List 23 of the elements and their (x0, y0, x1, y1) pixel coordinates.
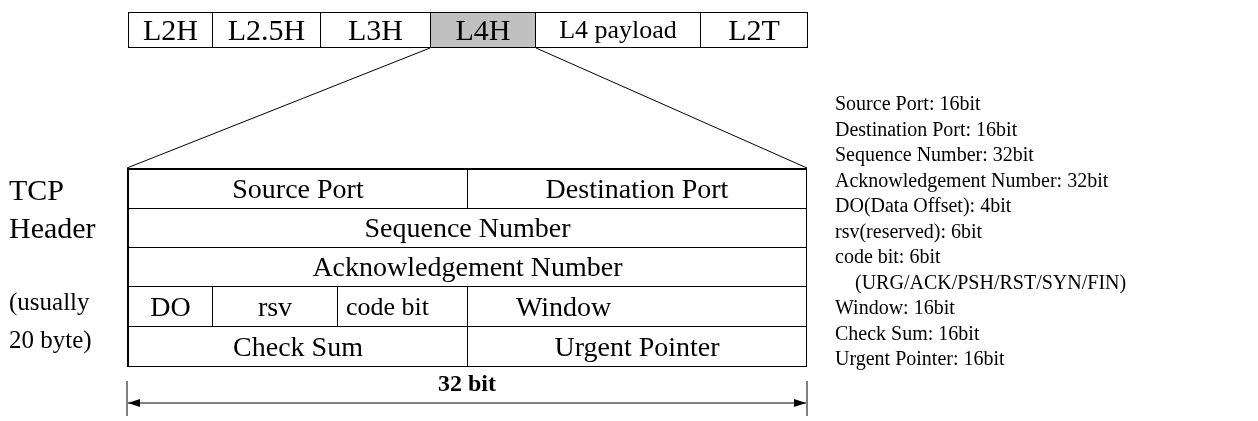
field-size-note: DO(Data Offset): 4bit (835, 193, 1012, 217)
zoom-line (126, 47, 431, 169)
field-size-note: Sequence Number: 32bit (835, 142, 1034, 166)
field-size-note: code bit: 6bit (835, 244, 941, 268)
field-size-note: Destination Port: 16bit (835, 116, 1018, 141)
field-size-note: Check Sum: 16bit (835, 320, 980, 345)
field-size-note: (URG/ACK/PSH/RST/SYN/FIN) (855, 269, 1127, 294)
field-size-note: Acknowledgement Number: 32bit (835, 167, 1109, 192)
frame-field-cell: L3H (320, 12, 431, 48)
dimension-label: 32 bit (437, 369, 497, 398)
field-cell: Source Port (128, 169, 468, 209)
field-size-note: Window: 16bit (835, 295, 955, 319)
field-size-note: Urgent Pointer: 16bit (835, 346, 1005, 370)
field-size-note: Source Port: 16bit (835, 91, 981, 115)
frame-field-cell: L2T (700, 12, 808, 48)
size-note: (usually 20 byte) (9, 287, 93, 356)
zoom-line (535, 47, 808, 169)
frame-field-cell: L2.5H (212, 12, 321, 48)
field-size-note: rsv(reserved): 6bit (835, 218, 983, 243)
highlighted-field-cell: L4H (430, 12, 536, 48)
frame-field-cell: L4 payload (535, 12, 701, 48)
table-heading: TCP Header (9, 172, 97, 246)
frame-field-cell: L2H (128, 12, 213, 48)
